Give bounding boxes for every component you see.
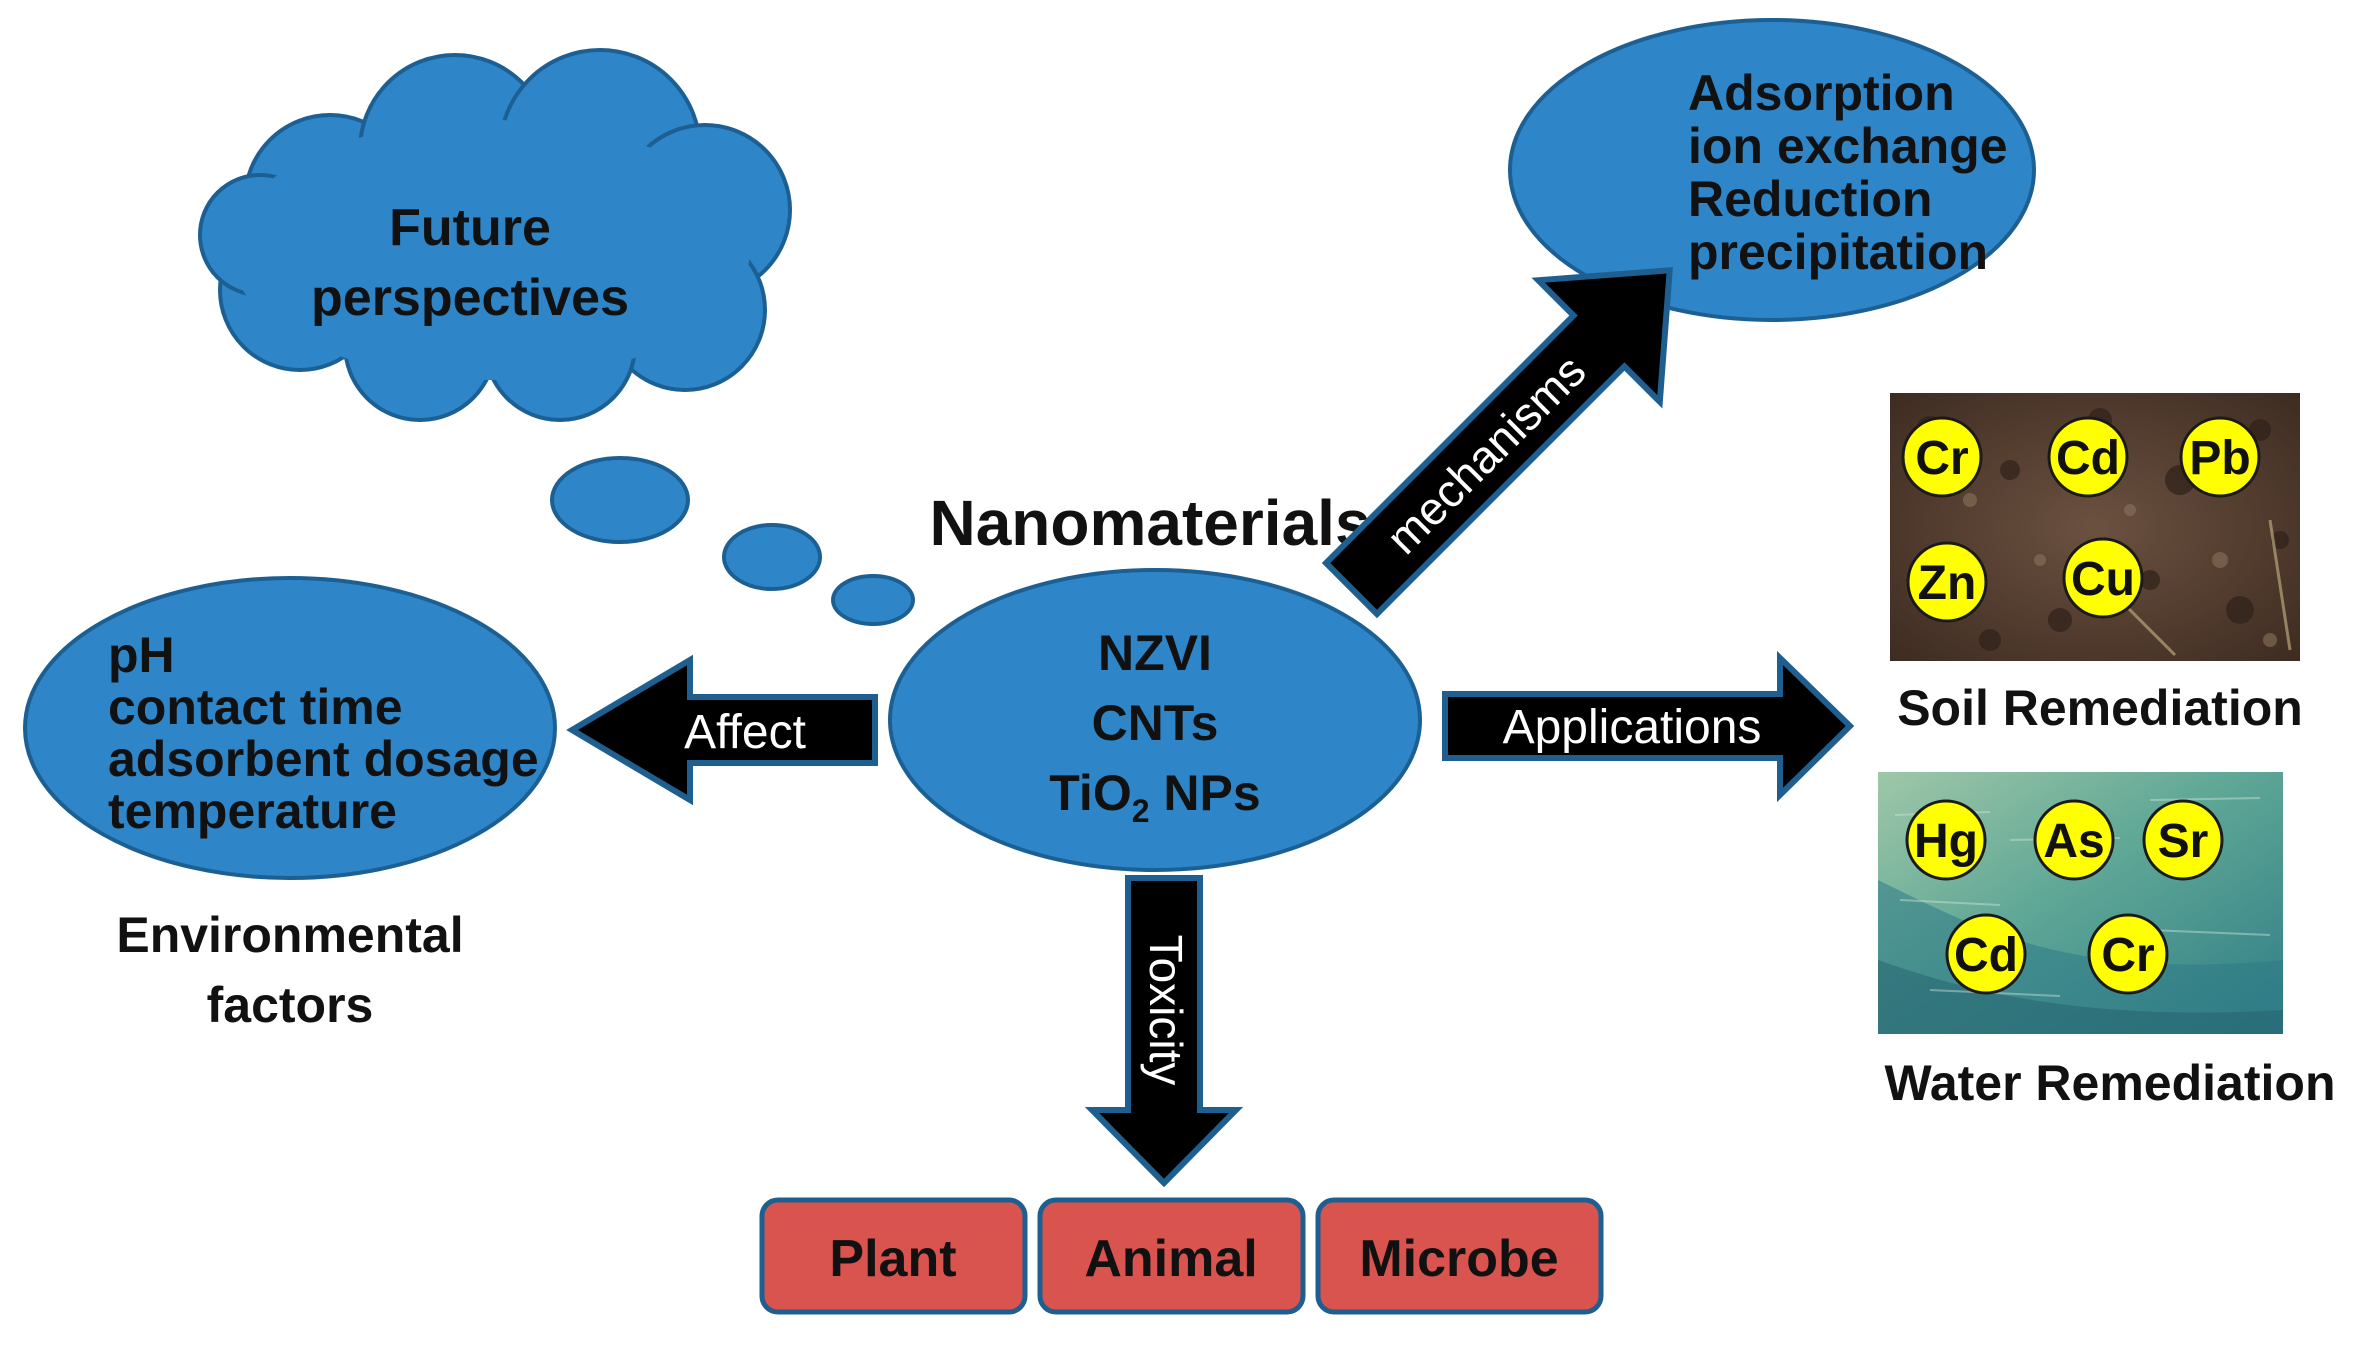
target-label: Animal bbox=[1084, 1230, 1257, 1288]
applications-label: Applications bbox=[1503, 701, 1762, 754]
target-animal bbox=[1037, 1197, 1306, 1315]
cloud-shape-icon bbox=[198, 48, 792, 422]
center-line-2: CNTs bbox=[1092, 695, 1219, 751]
metal-badge bbox=[2142, 799, 2224, 881]
factors-ellipse: pH contact time adsorbent dosage tempera… bbox=[23, 576, 557, 880]
metal-label: Pb bbox=[2189, 432, 2250, 485]
mechanisms-arrow: mechanisms bbox=[1321, 267, 1673, 619]
metal-label: Zn bbox=[1918, 557, 1977, 610]
center-ellipse: NZVI CNTs TiO2 NPs bbox=[888, 568, 1422, 872]
target-label: Microbe bbox=[1359, 1230, 1558, 1288]
subscript: 2 bbox=[1132, 793, 1150, 829]
metal-badge bbox=[2062, 537, 2144, 619]
soil-metals: Cr Cd Pb Zn Cu bbox=[1901, 416, 2261, 623]
block-arrow-icon bbox=[1321, 267, 1673, 619]
metal-badge bbox=[2179, 416, 2261, 498]
cloud-line-1: Future bbox=[389, 199, 551, 257]
factors-caption-line-1: Environmental bbox=[116, 907, 463, 963]
target-plant bbox=[759, 1197, 1028, 1315]
toxicity-targets: Plant Animal Microbe bbox=[759, 1197, 1604, 1315]
metal-label: Cd bbox=[1954, 929, 2018, 982]
toxicity-label: Toxicity bbox=[1140, 935, 1192, 1086]
metal-label: As bbox=[2043, 815, 2104, 868]
metal-label: Cr bbox=[1915, 432, 1968, 485]
water-caption: Water Remediation bbox=[1884, 1055, 2335, 1111]
metal-label: Cr bbox=[2101, 929, 2154, 982]
mechanism-item: Adsorption bbox=[1688, 65, 1955, 121]
mechanism-item: precipitation bbox=[1688, 224, 1988, 280]
center-line-1: NZVI bbox=[1098, 625, 1212, 681]
metal-badge bbox=[1906, 541, 1988, 623]
block-arrow-icon bbox=[1084, 875, 1244, 1188]
target-label: Plant bbox=[829, 1230, 956, 1288]
target-microbe bbox=[1315, 1197, 1604, 1315]
metal-label: Cd bbox=[2056, 432, 2120, 485]
metal-badge bbox=[1905, 799, 1987, 881]
water-metals: Hg As Sr Cd Cr bbox=[1905, 799, 2224, 995]
mechanisms-label: mechanisms bbox=[1376, 344, 1595, 563]
toxicity-arrow: Toxicity bbox=[1084, 875, 1244, 1188]
metal-badge bbox=[2087, 913, 2169, 995]
thought-bubble-icon bbox=[550, 456, 915, 626]
mechanisms-ellipse: Adsorption ion exchange Reduction precip… bbox=[1508, 18, 2036, 322]
metal-label: Cu bbox=[2071, 553, 2135, 606]
metal-badge bbox=[1901, 416, 1983, 498]
factor-item: pH bbox=[108, 627, 175, 683]
factor-item: contact time bbox=[108, 679, 403, 735]
block-arrow-icon bbox=[566, 654, 878, 806]
center-line-3: TiO2 NPs bbox=[1049, 765, 1260, 829]
affect-arrow: Affect bbox=[566, 654, 878, 806]
affect-label: Affect bbox=[684, 706, 806, 759]
mechanism-item: ion exchange bbox=[1688, 118, 2008, 174]
diagram-title: Nanomaterials bbox=[929, 487, 1370, 559]
future-perspectives-cloud: Future perspectives bbox=[198, 48, 792, 422]
metal-label: Sr bbox=[2158, 815, 2209, 868]
metal-badge bbox=[2033, 799, 2115, 881]
factor-item: temperature bbox=[108, 783, 397, 839]
metal-badge bbox=[1945, 913, 2027, 995]
factor-item: adsorbent dosage bbox=[108, 731, 539, 787]
mechanism-item: Reduction bbox=[1688, 171, 1932, 227]
soil-caption: Soil Remediation bbox=[1897, 680, 2303, 736]
factors-caption-line-2: factors bbox=[207, 977, 374, 1033]
metal-badge bbox=[2047, 416, 2129, 498]
applications-arrow: Applications bbox=[1442, 650, 1855, 803]
cloud-line-2: perspectives bbox=[311, 269, 629, 327]
metal-label: Hg bbox=[1914, 815, 1978, 868]
block-arrow-icon bbox=[1442, 650, 1855, 803]
